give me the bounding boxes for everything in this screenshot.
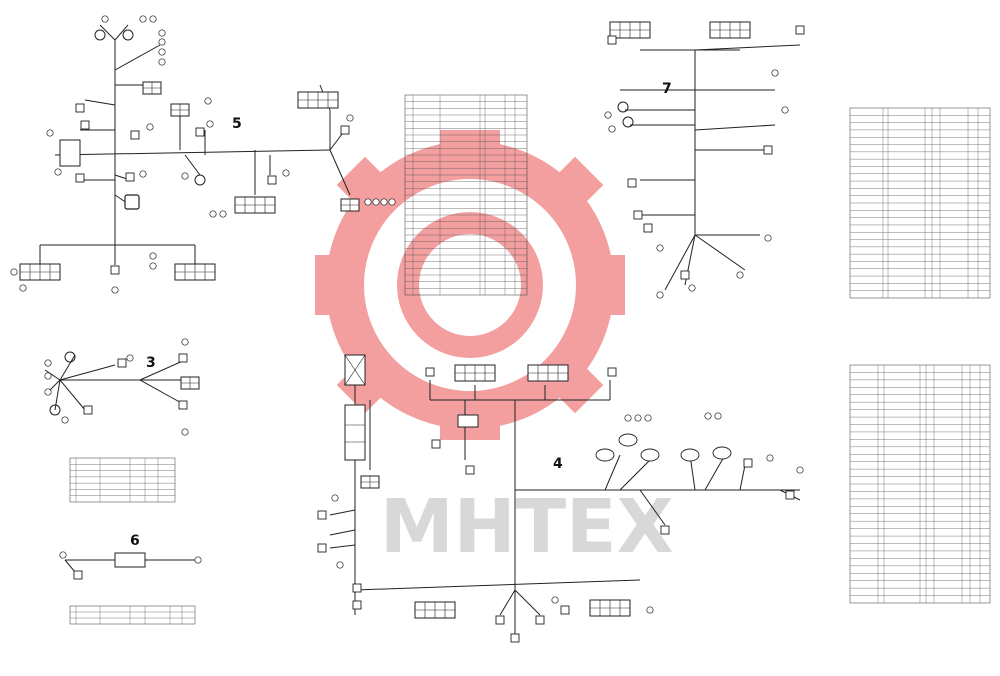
harness-7-components bbox=[604, 21, 805, 299]
harness-4 bbox=[329, 355, 801, 635]
watermark-text: МНТЕХ bbox=[380, 484, 674, 570]
harness-label-6: 6 bbox=[130, 533, 140, 549]
parts-table-right-bottom-grid bbox=[850, 365, 990, 603]
harness-5-components bbox=[10, 15, 396, 294]
harness-label-3: 3 bbox=[146, 355, 156, 371]
harness-label-5: 5 bbox=[232, 116, 242, 132]
harness-label-7: 7 bbox=[662, 81, 672, 97]
harness-4-components bbox=[317, 354, 804, 643]
harness-5 bbox=[39, 24, 351, 265]
harness-label-4: 4 bbox=[553, 456, 563, 472]
harness-3-components bbox=[44, 338, 200, 436]
parts-table-harness-3 bbox=[69, 457, 176, 503]
parts-table-harness-3-grid bbox=[70, 458, 175, 502]
parts-table-harness-6-grid bbox=[70, 606, 195, 624]
parts-table-harness-6 bbox=[69, 605, 196, 625]
harness-3 bbox=[44, 354, 190, 411]
harness-7 bbox=[620, 44, 801, 291]
harness-6-components bbox=[59, 551, 202, 580]
parts-table-right-top-grid bbox=[850, 108, 990, 298]
parts-table-top-center-grid bbox=[405, 95, 527, 295]
watermark-logo bbox=[315, 130, 625, 440]
